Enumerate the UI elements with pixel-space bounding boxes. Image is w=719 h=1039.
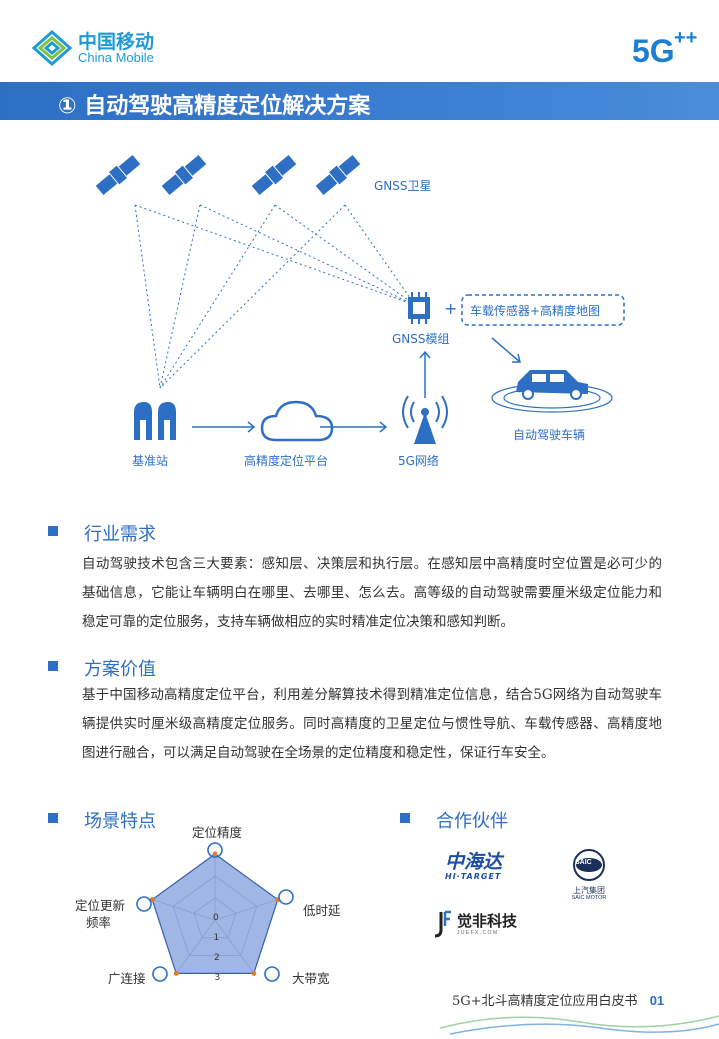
bandwidth-icon bbox=[264, 966, 280, 982]
svg-text:++: ++ bbox=[674, 27, 697, 49]
diagram-graphics: + bbox=[95, 154, 625, 444]
china-mobile-emblem-icon bbox=[31, 29, 73, 67]
radar-tick-label: 1 bbox=[214, 933, 220, 943]
arrow-to-vehicle bbox=[491, 337, 521, 363]
section-demand-title: 行业需求 bbox=[84, 524, 156, 545]
section-partners-title: 合作伙伴 bbox=[436, 811, 508, 832]
partner-juefei-logo: 觉非科技 J U E F X . C O M bbox=[433, 910, 543, 942]
juefei-cn: 觉非科技 bbox=[457, 912, 518, 930]
label-gnss-satellite: GNSS卫星 bbox=[374, 179, 432, 193]
section-banner: ① 自动驾驶高精度定位解决方案 bbox=[0, 82, 719, 120]
saic-en: SAIC MOTOR bbox=[571, 895, 607, 901]
hitarget-en: HI·TARGET bbox=[445, 872, 502, 881]
section-demand-text: 自动驾驶技术包含三大要素：感知层、决策层和执行层。在感知层中高精度时空位置是必可… bbox=[82, 556, 662, 630]
5g-tower-icon bbox=[402, 395, 448, 444]
satellite-icon bbox=[251, 154, 297, 196]
vehicle-icon bbox=[491, 370, 613, 413]
radar-label-connection: 广连接 bbox=[108, 971, 146, 986]
bullet-square-icon bbox=[400, 813, 410, 823]
arrow-to-platform bbox=[192, 421, 256, 433]
satellite-icon bbox=[161, 154, 207, 196]
partner-hitarget-logo: 中海达 HI·TARGET bbox=[445, 852, 525, 884]
signal-lines bbox=[134, 204, 416, 389]
radar-label-update-1: 定位更新 bbox=[75, 898, 126, 913]
saic-emblem-icon bbox=[573, 849, 605, 881]
bullet-square-icon bbox=[48, 813, 58, 823]
label-5g-network: 5G网络 bbox=[398, 454, 439, 468]
logo-en-text: China Mobile bbox=[78, 50, 154, 65]
arrow-to-network bbox=[320, 421, 388, 433]
radar-data-point bbox=[173, 970, 179, 976]
network-connect-icon bbox=[152, 966, 168, 982]
clock-icon bbox=[278, 889, 294, 905]
section-value-title: 方案价值 bbox=[84, 659, 156, 680]
page-header: 中国移动 China Mobile 5G ++ bbox=[0, 0, 719, 80]
positioning-architecture-diagram: + bbox=[0, 130, 719, 490]
radar-tick-label: 0 bbox=[213, 913, 219, 923]
section-value-text: 基于中国移动高精度定位平台，利用差分解算技术得到精准定位信息，结合5G网络为自动… bbox=[82, 687, 662, 761]
hitarget-cn: 中海达 bbox=[445, 851, 503, 873]
5g-plus-badge-icon: 5G ++ bbox=[632, 27, 697, 68]
svg-text:5G: 5G bbox=[632, 33, 675, 68]
radar-data-point bbox=[251, 970, 257, 976]
arrow-to-module bbox=[419, 350, 431, 398]
gnss-chip-icon bbox=[408, 292, 430, 324]
section-features-title: 场景特点 bbox=[84, 811, 156, 832]
saic-badge: SAIC bbox=[575, 859, 592, 866]
radar-label-accuracy: 定位精度 bbox=[192, 825, 243, 840]
radar-label-latency: 低时延 bbox=[303, 903, 341, 918]
radar-data-area bbox=[151, 853, 279, 974]
radar-svg: 0 1 2 3 bbox=[136, 842, 294, 983]
cloud-icon bbox=[260, 400, 334, 442]
radar-tick-label: 2 bbox=[214, 953, 220, 963]
label-sensor-map: 车载传感器+高精度地图 bbox=[470, 304, 601, 318]
juefei-en: J U E F X . C O M bbox=[457, 930, 498, 936]
footer-title: 5G+北斗高精度定位应用白皮书 bbox=[452, 994, 638, 1009]
footer-wave-decoration bbox=[439, 1015, 719, 1035]
bullet-square-icon bbox=[48, 661, 58, 671]
logo-cn-text: 中国移动 bbox=[78, 31, 155, 53]
partner-saic-logo: SAIC 上汽集团 SAIC MOTOR bbox=[563, 848, 615, 901]
label-base-station: 基准站 bbox=[132, 454, 169, 468]
feature-radar-chart: 0 1 2 3 定位精度 低时延 大带宽 广连接 定位更新 频率 bbox=[60, 820, 380, 1000]
bullet-square-icon bbox=[48, 526, 58, 536]
radar-label-bandwidth: 大带宽 bbox=[292, 971, 330, 986]
banner-title: ① 自动驾驶高精度定位解决方案 bbox=[58, 94, 371, 119]
china-mobile-logo: 中国移动 China Mobile bbox=[30, 26, 170, 70]
location-pin-icon bbox=[207, 842, 223, 858]
page-number: 01 bbox=[649, 993, 665, 1008]
plus-sign: + bbox=[444, 299, 457, 318]
footer-doc-title: 5G+北斗高精度定位应用白皮书 01 bbox=[452, 990, 664, 1009]
satellite-icon bbox=[315, 154, 361, 196]
juefei-emblem-icon bbox=[434, 910, 451, 938]
label-platform: 高精度定位平台 bbox=[244, 454, 329, 468]
radar-label-update-2: 频率 bbox=[86, 915, 112, 930]
radar-tick-label: 3 bbox=[215, 973, 221, 983]
refresh-icon bbox=[136, 896, 152, 912]
label-vehicle: 自动驾驶车辆 bbox=[513, 428, 586, 442]
base-station-icon bbox=[134, 402, 176, 440]
label-gnss-module: GNSS模组 bbox=[392, 332, 450, 346]
satellite-icon bbox=[95, 154, 141, 196]
saic-cn: 上汽集团 bbox=[573, 886, 605, 895]
sensor-map-box bbox=[461, 294, 625, 326]
radar-data-point bbox=[212, 851, 218, 857]
